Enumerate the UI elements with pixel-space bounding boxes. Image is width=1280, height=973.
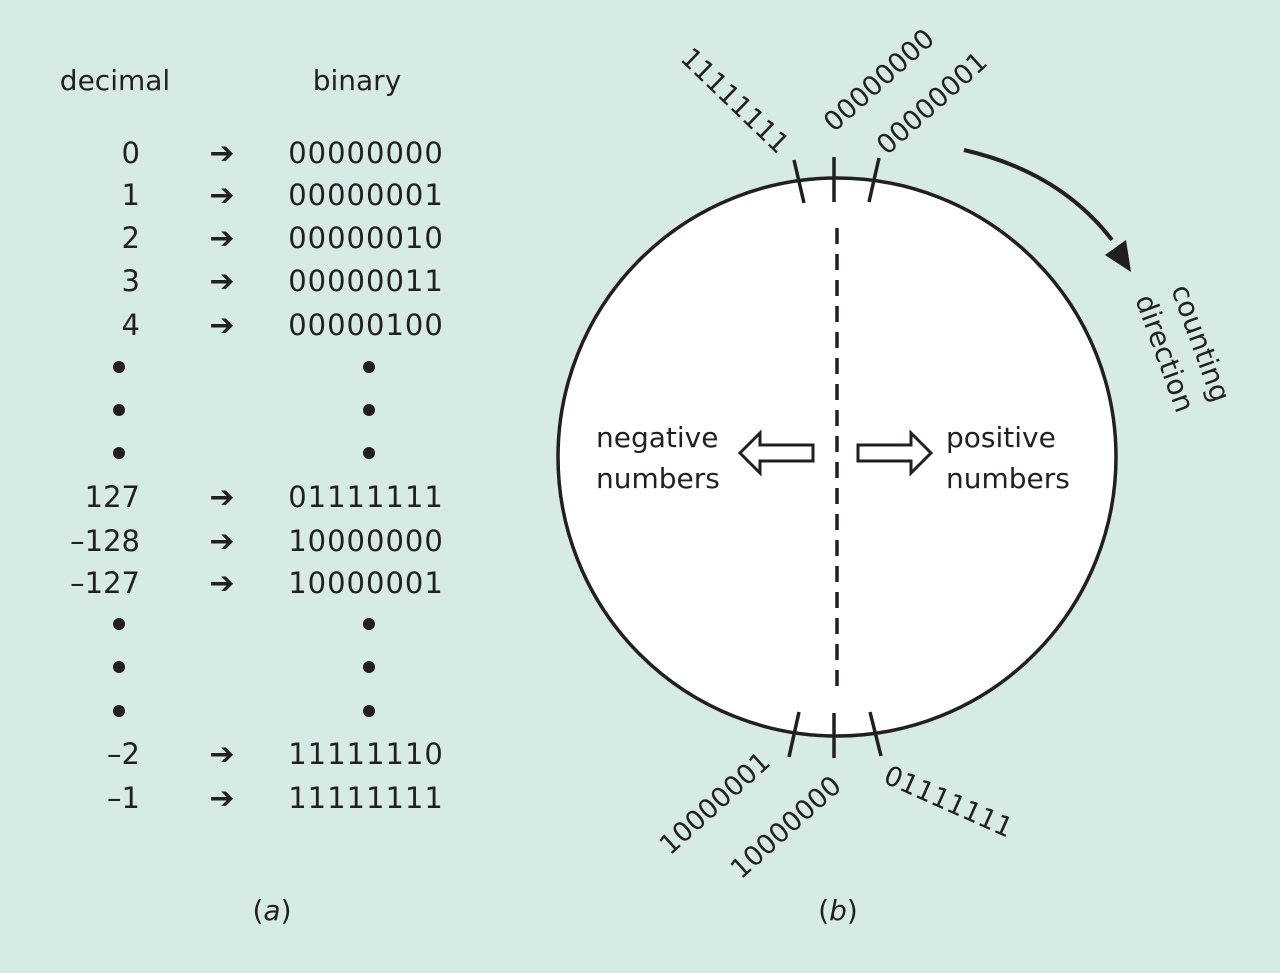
positive-label-line2: numbers	[946, 462, 1070, 495]
table-rows: 0 ➔ 00000000 1 ➔ 00000001 2 ➔ 00000010 3 ➔ 00000011…	[70, 136, 444, 816]
decimal-value: 4	[122, 308, 140, 342]
ellipsis-dot-decimal	[113, 447, 125, 459]
right-arrow-icon: ➔	[209, 308, 234, 343]
decimal-value: –127	[70, 566, 140, 600]
tick-bottom-right	[868, 711, 883, 757]
decimal-value: 3	[122, 264, 140, 298]
decimal-value: –128	[70, 524, 140, 558]
decimal-value: 1	[122, 178, 140, 212]
ellipsis-dot-binary	[363, 661, 375, 673]
right-arrow-icon: ➔	[209, 737, 234, 772]
negative-label-line2: numbers	[596, 462, 720, 495]
ellipsis-dot-decimal	[113, 705, 125, 717]
panel-a-table: decimal binary 0 ➔ 00000000 1 ➔ 00000001 2 ➔ 000…	[60, 64, 444, 927]
binary-value: 00000010	[288, 221, 444, 255]
decimal-value: 2	[122, 221, 140, 255]
binary-value: 00000001	[288, 178, 444, 212]
number-circle	[556, 176, 1118, 738]
ellipsis-dot-binary	[363, 404, 375, 416]
decimal-value: 0	[122, 136, 140, 170]
caption-b: (b)	[818, 894, 858, 927]
binary-value: 11111111	[288, 781, 444, 815]
ellipsis-dot-binary	[363, 361, 375, 373]
ellipsis-dot-decimal	[113, 404, 125, 416]
right-arrow-icon: ➔	[209, 178, 234, 213]
decimal-value: –1	[107, 781, 140, 815]
ellipsis-dot-binary	[363, 705, 375, 717]
right-arrow-icon: ➔	[209, 264, 234, 299]
right-arrow-icon: ➔	[209, 480, 234, 515]
binary-value: 10000001	[288, 566, 444, 600]
decimal-value: –2	[107, 737, 140, 771]
right-arrow-icon: ➔	[209, 781, 234, 816]
positive-label-line1: positive	[946, 421, 1056, 454]
panel-b-circle: 11111111 00000000 00000001 10000001 1000…	[556, 23, 1237, 927]
ellipsis-dot-binary	[363, 447, 375, 459]
right-arrow-icon: ➔	[209, 524, 234, 559]
caption-a: (a)	[252, 894, 291, 927]
decimal-value: 127	[85, 480, 140, 514]
label-top-11111111: 11111111	[674, 42, 794, 160]
right-arrow-icon: ➔	[209, 136, 234, 171]
binary-value: 00000100	[288, 308, 444, 342]
ellipsis-dot-binary	[363, 618, 375, 630]
counting-direction-arrow-shaft	[963, 148, 1114, 242]
counting-direction-arrow-icon	[1105, 240, 1131, 272]
binary-value: 11111110	[288, 737, 444, 771]
right-arrow-icon: ➔	[209, 566, 234, 601]
binary-value: 01111111	[288, 480, 444, 514]
binary-header: binary	[313, 64, 402, 97]
ellipsis-dot-decimal	[113, 618, 125, 630]
tick-bottom-left	[787, 711, 801, 758]
decimal-header: decimal	[60, 64, 170, 97]
ellipsis-dot-decimal	[113, 661, 125, 673]
label-bottom-01111111: 01111111	[879, 760, 1017, 844]
tick-top-left	[792, 159, 806, 204]
tick-top-right	[867, 157, 881, 203]
ellipsis-dot-decimal	[113, 361, 125, 373]
right-arrow-icon: ➔	[209, 221, 234, 256]
binary-value: 10000000	[288, 524, 444, 558]
binary-value: 00000011	[288, 264, 444, 298]
positive-direction-arrow-icon	[856, 429, 934, 477]
negative-direction-arrow-icon	[737, 429, 815, 477]
binary-value: 00000000	[288, 136, 444, 170]
negative-label-line1: negative	[596, 421, 718, 454]
